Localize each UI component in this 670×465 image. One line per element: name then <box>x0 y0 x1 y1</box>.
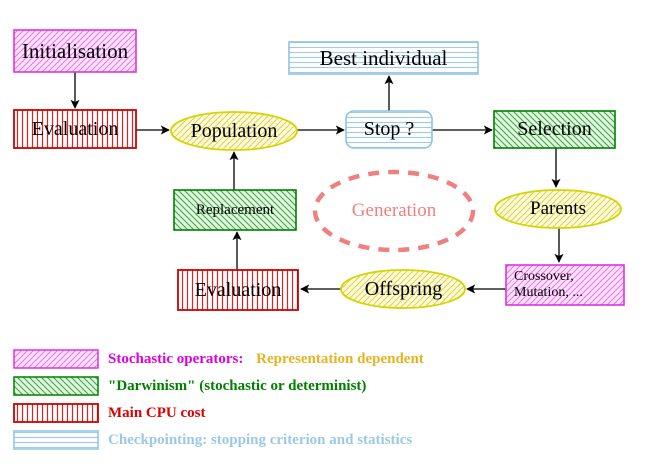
node-population[interactable] <box>170 111 298 151</box>
node-offspring[interactable] <box>340 269 466 309</box>
crossover-mutation-box[interactable] <box>505 264 625 306</box>
initialisation-box[interactable] <box>13 29 137 73</box>
node-selection[interactable] <box>493 110 616 149</box>
best-individual-box[interactable] <box>288 41 479 75</box>
node-replacement[interactable] <box>173 189 297 231</box>
legend-label-stochastic-primary: Stochastic operators: <box>108 351 244 367</box>
legend-label-cpu: Main CPU cost <box>108 405 206 421</box>
edge-layer <box>70 72 564 294</box>
legend-swatch-cpu <box>13 403 99 423</box>
selection-box[interactable] <box>493 110 616 149</box>
node-generation <box>312 169 476 253</box>
node-crossover-mutation[interactable] <box>505 264 625 306</box>
stop-box[interactable] <box>345 110 433 149</box>
legend-label-stochastic-secondary: Representation dependent <box>256 351 424 367</box>
node-evaluation-top[interactable] <box>13 109 137 149</box>
legend-swatch-checkpointing <box>13 430 99 450</box>
node-initialisation[interactable] <box>13 29 137 73</box>
legend-label-darwinism: "Darwinism" (stochastic or determinist) <box>108 378 367 394</box>
population-ellipse[interactable] <box>170 111 298 151</box>
node-parents[interactable] <box>494 189 622 229</box>
generation-label: Generation <box>351 200 437 221</box>
node-evaluation-bottom[interactable] <box>177 269 299 311</box>
node-stop[interactable] <box>345 110 433 149</box>
parents-ellipse[interactable] <box>494 189 622 229</box>
legend-swatch-stochastic <box>13 349 99 369</box>
legend-swatch-darwinism <box>13 376 99 396</box>
evaluation-top-box[interactable] <box>13 109 137 149</box>
replacement-box[interactable] <box>173 189 297 231</box>
legend-label-stochastic: Stochastic operators: Representation dep… <box>108 350 424 368</box>
legend-label-checkpointing: Checkpointing: stopping criterion and st… <box>108 432 413 448</box>
evaluation-bottom-box[interactable] <box>177 269 299 311</box>
node-best-individual[interactable] <box>288 41 479 75</box>
offspring-ellipse[interactable] <box>340 269 466 309</box>
legend-swatches <box>13 349 99 450</box>
generation-dashed-ellipse <box>312 169 476 253</box>
